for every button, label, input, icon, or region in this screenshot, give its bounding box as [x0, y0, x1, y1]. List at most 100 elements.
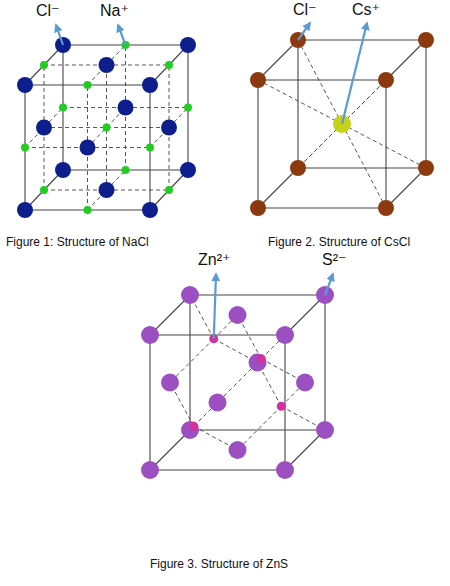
- chloride-ion: [161, 120, 177, 136]
- zinc-ion: [277, 402, 286, 411]
- sodium-ion: [184, 104, 192, 112]
- chloride-ion: [55, 162, 71, 178]
- lattice-line: [88, 108, 126, 148]
- sulfide-ion: [276, 461, 294, 479]
- chloride-ion: [290, 160, 306, 176]
- ion-label: Na⁺: [100, 2, 129, 20]
- sodium-ion: [21, 144, 29, 152]
- cube-edge: [149, 335, 150, 470]
- ion-label: Cl⁻: [36, 2, 60, 20]
- chloride-ion: [418, 160, 434, 176]
- chloride-ion: [180, 162, 196, 178]
- sulfide-ion: [161, 374, 179, 392]
- sulfide-ion: [229, 441, 247, 459]
- sulfide-ion: [141, 326, 159, 344]
- cube-edge: [190, 429, 325, 430]
- cube-edge: [257, 80, 258, 208]
- chloride-ion: [250, 72, 266, 88]
- cube-edge: [150, 334, 285, 335]
- cube-edge: [150, 170, 188, 210]
- sodium-ion: [103, 124, 111, 132]
- sulfide-ion: [181, 421, 199, 439]
- chloride-ion: [142, 77, 158, 93]
- cube-edge: [258, 40, 298, 80]
- cube-edge: [189, 295, 190, 430]
- chloride-ion: [99, 182, 115, 198]
- sulfide-ion: [181, 286, 199, 304]
- chloride-ion: [17, 202, 33, 218]
- leader-arrow: [118, 25, 126, 45]
- leader-arrow: [298, 23, 310, 40]
- cube-edge: [385, 80, 386, 208]
- sodium-ion: [122, 166, 130, 174]
- cube-edge: [150, 469, 285, 470]
- lattice-lines: [25, 40, 426, 470]
- lattice-line: [238, 406, 282, 450]
- sulfide-ion: [141, 461, 159, 479]
- sodium-ion: [40, 61, 48, 69]
- leader-arrow: [56, 25, 63, 45]
- cube-edge: [425, 40, 426, 168]
- sodium-ion: [165, 61, 173, 69]
- cube-edge: [150, 45, 188, 85]
- sulfide-ion: [249, 354, 267, 372]
- lattice-line: [258, 124, 342, 208]
- chloride-ion: [36, 120, 52, 136]
- ion-label: S²⁻: [322, 251, 346, 269]
- chloride-ion: [142, 202, 158, 218]
- cube-edge: [284, 335, 285, 470]
- ion-label: Cl⁻: [293, 1, 317, 19]
- cube-edge: [258, 79, 386, 80]
- sulfide-ion: [296, 374, 314, 392]
- sodium-ion: [146, 144, 154, 152]
- sulfide-ion: [229, 306, 247, 324]
- chloride-ion: [180, 37, 196, 53]
- chloride-ion: [418, 32, 434, 48]
- cube-edge: [190, 294, 325, 295]
- sulfide-ion: [209, 394, 227, 412]
- figure-caption: Figure 3. Structure of ZnS: [150, 558, 288, 571]
- sulfide-ion: [276, 326, 294, 344]
- figure-caption: Figure 1: Structure of NaCl: [6, 236, 149, 249]
- chloride-ion: [99, 57, 115, 73]
- lattice-line: [342, 124, 386, 208]
- sulfide-ion: [316, 421, 334, 439]
- chloride-ion: [378, 72, 394, 88]
- chloride-ion: [80, 140, 96, 156]
- chloride-ion: [118, 100, 134, 116]
- ion-label: Cs⁺: [352, 1, 380, 19]
- chloride-ion: [378, 200, 394, 216]
- atoms: [17, 32, 434, 479]
- cube-edge: [324, 295, 325, 430]
- lattice-line: [298, 124, 342, 168]
- leader-arrows: [56, 23, 367, 339]
- lattice-line: [150, 108, 188, 148]
- cube-edge: [297, 40, 298, 168]
- chloride-ion: [250, 200, 266, 216]
- leader-arrow: [325, 274, 333, 295]
- lattice-line: [25, 108, 63, 148]
- sodium-ion: [84, 206, 92, 214]
- sodium-ion: [84, 81, 92, 89]
- sodium-ion: [59, 104, 67, 112]
- sodium-ion: [40, 186, 48, 194]
- zinc-ion: [257, 354, 266, 363]
- leader-arrow: [342, 23, 367, 124]
- ion-label: Zn²⁺: [198, 251, 230, 269]
- figure-caption: Figure 2. Structure of CsCl: [268, 236, 410, 249]
- leader-arrow: [214, 274, 216, 339]
- sodium-ion: [165, 186, 173, 194]
- zinc-ion: [189, 422, 198, 431]
- cube-edge: [258, 207, 386, 208]
- cube-edge: [25, 45, 63, 85]
- cube-edge: [386, 168, 426, 208]
- cube-edge: [25, 170, 63, 210]
- lattice-line: [258, 80, 342, 124]
- lattice-line: [342, 124, 426, 168]
- cube-edge: [298, 167, 426, 168]
- lattice-line: [170, 339, 214, 383]
- lattice-line: [298, 40, 342, 124]
- lattice-line: [342, 40, 426, 124]
- chloride-ion: [17, 77, 33, 93]
